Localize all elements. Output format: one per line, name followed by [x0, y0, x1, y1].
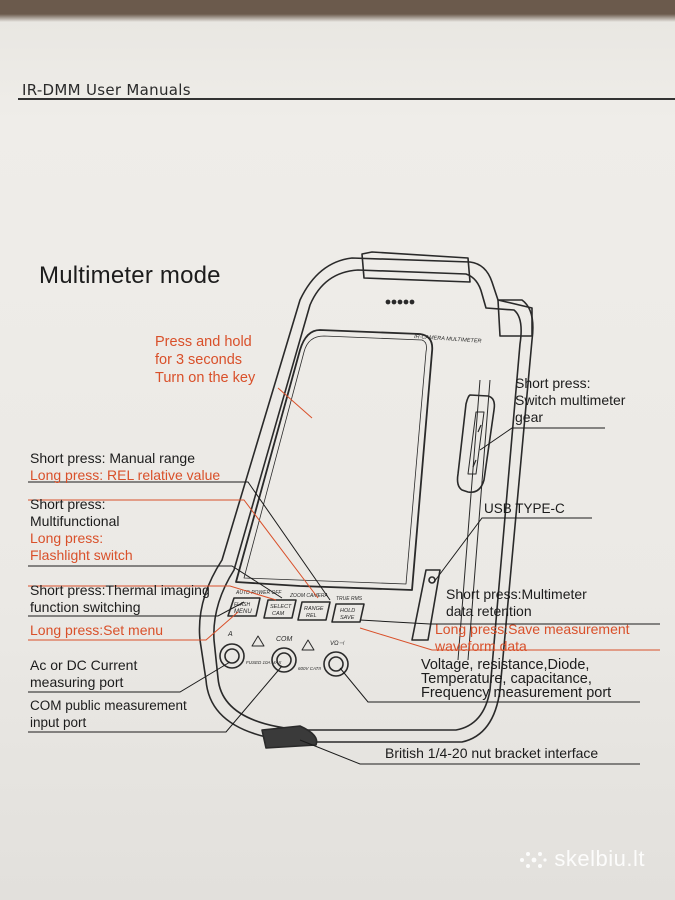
leader-usb — [433, 517, 592, 583]
key-range-rel-line2: REL — [306, 613, 317, 619]
device-label-zoom: ZOOM CAMERA — [289, 593, 328, 599]
callout-hold-short-line2: data retention — [446, 603, 532, 619]
callout-select-long: Long press: Flashlight switch — [30, 530, 133, 564]
callout-range-short: Short press: Manual range — [30, 450, 195, 466]
port-label-cat: 600V CATII — [298, 666, 322, 671]
callout-power-line1: Press and hold — [155, 334, 252, 350]
leader-a-port — [28, 661, 231, 693]
callout-select-short-line1: Short press: — [30, 496, 106, 512]
device-brand: IR-CAMERA MULTIMETER — [414, 334, 482, 345]
callout-select-short: Short press: Multifunctional — [30, 496, 120, 530]
callout-v-port-line2: Temperature, capacitance, — [421, 671, 592, 687]
watermark: skelbiu.lt — [518, 846, 645, 872]
callout-com-port: COM public measurement input port — [30, 697, 187, 731]
port-label-fused: FUSED 10A MAX — [246, 660, 282, 665]
leader-flash — [28, 601, 245, 617]
watermark-text: skelbiu.lt — [554, 846, 645, 871]
leader-select-long — [28, 585, 277, 601]
key-flash-menu-line2: MENU — [234, 609, 252, 615]
callout-select-long-line2: Flashlight switch — [30, 547, 133, 563]
callout-hold-long: Long press:Save measurement waveform dat… — [435, 621, 630, 655]
callout-flash-short-line1: Short press:Thermal imaging — [30, 582, 210, 598]
callout-bracket: British 1/4-20 nut bracket interface — [385, 745, 599, 761]
header-title: IR-DMM User Manuals — [22, 81, 191, 99]
callout-flash-short-line2: function switching — [30, 599, 141, 615]
header-divider — [18, 98, 675, 100]
callout-gear-line1: Short press: — [515, 375, 591, 391]
page-title: Multimeter mode — [39, 262, 221, 289]
leader-gear — [479, 427, 605, 451]
callout-select-long-line1: Long press: — [30, 530, 104, 546]
callout-power-line3: Turn on the key — [155, 370, 256, 386]
callout-com-port-line2: input port — [30, 715, 87, 730]
callout-range-long: Long press: REL relative value — [30, 467, 221, 483]
callout-power: Press and hold for 3 seconds Turn on the… — [155, 333, 255, 387]
callout-hold-long-line1: Long press:Save measurement — [435, 621, 630, 637]
callout-com-port-line1: COM public measurement — [30, 698, 187, 713]
leader-hold-long — [359, 627, 660, 651]
leader-com-port — [28, 665, 283, 733]
screen — [235, 329, 434, 591]
callout-flash-short: Short press:Thermal imaging function swi… — [30, 582, 210, 616]
key-flash-menu-line1: FLASH — [234, 602, 251, 608]
leader-flash-long — [28, 611, 239, 641]
leader-hold — [359, 619, 660, 625]
callout-v-port: Voltage, resistance,Diode, Temperature, … — [421, 657, 612, 701]
callout-hold-short-line1: Short press:Multimeter — [446, 586, 587, 602]
callout-flash-long: Long press:Set menu — [30, 622, 164, 638]
callout-gear-line2: Switch multimeter — [515, 392, 626, 408]
callout-usb: USB TYPE-C — [484, 501, 565, 516]
leader-range-long — [28, 499, 319, 599]
device-label-rms: TRUE RMS — [336, 596, 363, 602]
key-select-cam-line2: CAM — [272, 611, 285, 617]
key-hold-save-line2: SAVE — [340, 615, 355, 621]
callout-a-port-line2: measuring port — [30, 674, 124, 690]
callout-v-port-line1: Voltage, resistance,Diode, — [421, 657, 590, 673]
port-label-com: COM — [276, 636, 293, 643]
callout-a-port-line1: Ac or DC Current — [30, 657, 138, 673]
key-select-cam-line1: SELECT — [270, 604, 292, 610]
key-hold-save-line1: HOLD — [340, 608, 355, 614]
callout-gear-line3: gear — [515, 409, 544, 425]
leader-range — [28, 481, 331, 601]
callout-a-port: Ac or DC Current measuring port — [30, 657, 137, 691]
port-label-v: VΩ⊣ — [330, 640, 345, 647]
callout-hold-long-line2: waveform data — [435, 638, 527, 654]
device-label-auto-off: AUTO POWER OFF — [235, 590, 282, 596]
callout-v-port-line3: Frequency measurement port — [421, 685, 612, 701]
key-range-rel-line1: RANGE — [304, 606, 324, 612]
leader-v-port — [339, 667, 640, 703]
callout-gear: Short press: Switch multimeter gear — [515, 375, 625, 426]
leader-power — [277, 387, 313, 419]
port-label-a: A — [227, 631, 233, 638]
watermark-dots-icon — [520, 852, 548, 869]
callout-select-short-line2: Multifunctional — [30, 513, 120, 529]
leader-select — [28, 565, 283, 599]
callout-power-line2: for 3 seconds — [155, 352, 243, 368]
callout-hold-short: Short press:Multimeter data retention — [446, 586, 587, 620]
leader-bracket — [299, 739, 640, 765]
